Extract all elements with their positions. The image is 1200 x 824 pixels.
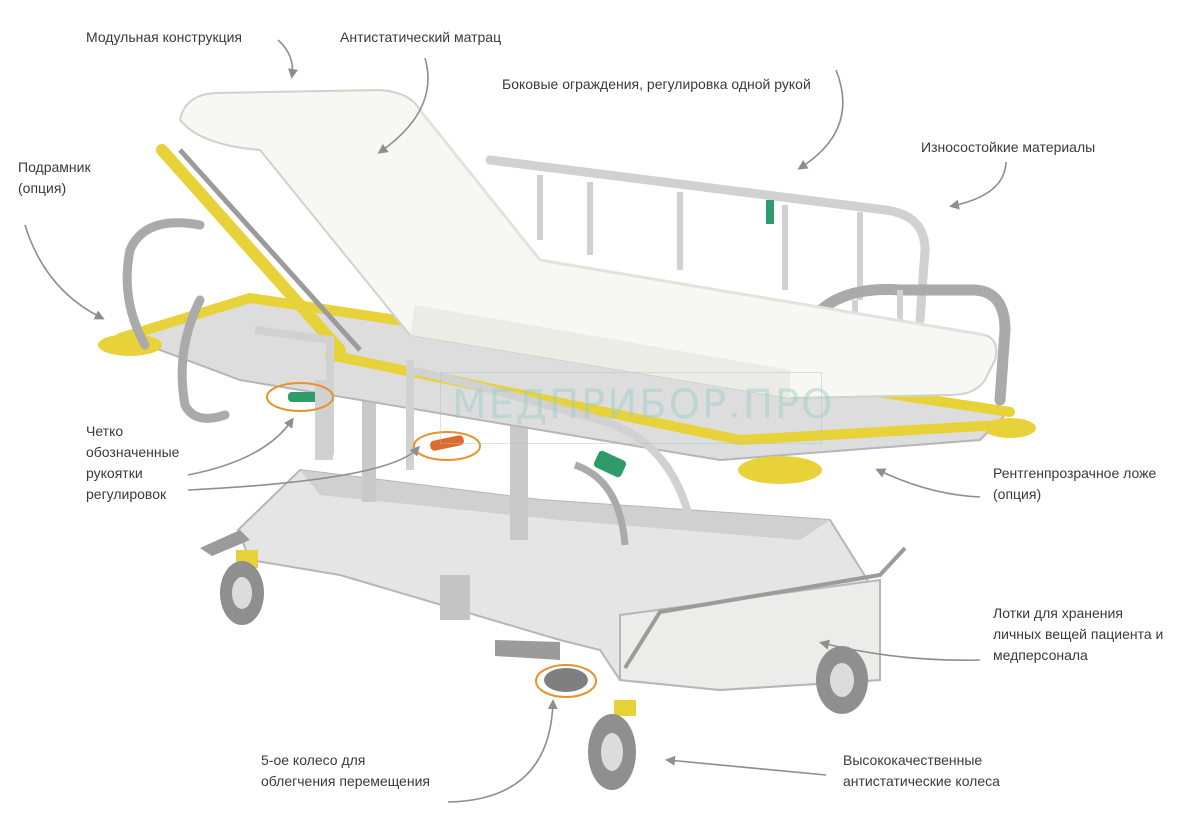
wheel-front-left (588, 700, 636, 790)
arrow-xray (875, 468, 981, 498)
arrow-wheels (665, 755, 827, 776)
label-durable-materials: Износостойкие материалы (921, 139, 1096, 155)
label-side-rails: Боковые ограждения, регулировка одной ру… (502, 76, 811, 92)
callout-arrows (24, 39, 1007, 803)
label-handles: Четко обозначенные рукоятки регулировок (86, 423, 180, 502)
arrow-handles-left (187, 417, 294, 476)
arrow-modular (277, 39, 298, 79)
arrow-handles-center (187, 445, 420, 491)
control-handles (288, 380, 627, 478)
arrow-subframe (24, 224, 105, 320)
label-subframe: Подрамник (опция) (18, 159, 91, 196)
watermark-frame (440, 372, 822, 444)
wheels (220, 550, 868, 790)
highlight-circle-fifth-wheel (535, 664, 597, 698)
arrow-side-rails (797, 69, 844, 170)
label-fifth-wheel: 5-ое колесо для облегчения перемещения (261, 752, 430, 789)
arrow-fifth-wheel (447, 699, 558, 803)
label-trays: Лотки для хранения личных вещей пациента… (993, 605, 1164, 663)
arrow-mattress (377, 57, 429, 154)
wheel-front-right (816, 646, 868, 714)
chassis (200, 392, 907, 692)
label-xray-bed: Рентгенпрозрачное ложе (опция) (993, 465, 1157, 502)
label-wheels: Высококачественные антистатические колес… (843, 752, 1000, 789)
wheel-fifth (544, 668, 588, 692)
wheel-rear-left (220, 550, 264, 625)
highlight-circle-handle-left (266, 382, 334, 412)
watermark: МЕДПРИБОР.ПРО (452, 382, 835, 428)
upper-frame (98, 144, 1036, 484)
arrow-durable (949, 161, 1007, 210)
arrow-trays (819, 639, 981, 661)
side-rails (254, 155, 1011, 546)
label-modular: Модульная конструкция (86, 29, 242, 45)
mattress (178, 88, 998, 400)
label-antistatic-mattress: Антистатический матрац (340, 29, 502, 45)
